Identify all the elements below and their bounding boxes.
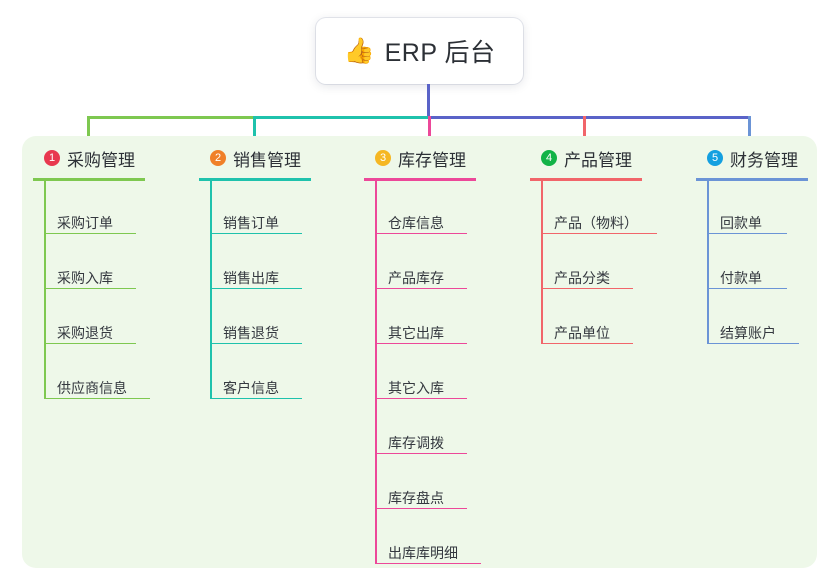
connector-segment-2 xyxy=(253,116,428,119)
branch-title-label: 产品管理 xyxy=(564,150,632,170)
connector-segment-3 xyxy=(428,116,750,119)
leaf-item-产品单位[interactable]: 产品单位 xyxy=(554,325,610,341)
branch-title-underline xyxy=(696,178,808,181)
leaf-item-采购退货[interactable]: 采购退货 xyxy=(57,325,113,341)
root-node-label: ERP 后台 xyxy=(384,39,496,67)
branch-index-badge: 5 xyxy=(707,150,723,166)
leaf-underline xyxy=(44,233,136,234)
leaf-item-库存盘点[interactable]: 库存盘点 xyxy=(388,490,444,506)
leaf-item-产品（物料）[interactable]: 产品（物料） xyxy=(554,215,638,231)
connector-drop-1 xyxy=(87,116,90,152)
root-trunk-connector xyxy=(427,84,430,117)
leaf-item-客户信息[interactable]: 客户信息 xyxy=(223,380,279,396)
branch-title-销售管理[interactable]: 2 销售管理 xyxy=(199,146,349,170)
branch-stem xyxy=(210,181,212,398)
leaf-underline xyxy=(707,233,787,234)
leaf-item-回款单[interactable]: 回款单 xyxy=(720,215,762,231)
leaf-underline xyxy=(541,233,657,234)
leaf-item-库存调拨[interactable]: 库存调拨 xyxy=(388,435,444,451)
branch-title-财务管理[interactable]: 5 财务管理 xyxy=(696,146,839,170)
leaf-item-销售退货[interactable]: 销售退货 xyxy=(223,325,279,341)
leaf-item-其它出库[interactable]: 其它出库 xyxy=(388,325,444,341)
root-node[interactable]: 👍 ERP 后台 xyxy=(316,18,523,84)
leaf-underline xyxy=(375,563,481,564)
leaf-item-采购入库[interactable]: 采购入库 xyxy=(57,270,113,286)
thumbs-up-icon: 👍 xyxy=(343,36,375,65)
connector-drop-2 xyxy=(253,116,256,152)
connector-drop-3 xyxy=(428,116,431,152)
leaf-underline xyxy=(707,343,799,344)
leaf-item-其它入库[interactable]: 其它入库 xyxy=(388,380,444,396)
branch-title-underline xyxy=(530,178,642,181)
branch-title-underline xyxy=(199,178,311,181)
leaf-underline xyxy=(375,288,467,289)
branch-stem xyxy=(375,181,377,563)
leaf-item-出库库明细[interactable]: 出库库明细 xyxy=(388,545,458,561)
leaf-underline xyxy=(375,343,467,344)
leaf-underline xyxy=(44,288,136,289)
branch-index-badge: 4 xyxy=(541,150,557,166)
leaf-underline xyxy=(375,508,467,509)
connector-segment-1 xyxy=(87,116,253,119)
leaf-item-结算账户[interactable]: 结算账户 xyxy=(720,325,776,341)
leaf-underline xyxy=(375,398,467,399)
leaf-item-产品库存[interactable]: 产品库存 xyxy=(388,270,444,286)
branch-column-财务管理: 5 财务管理回款单付款单结算账户 xyxy=(696,146,839,344)
leaf-underline xyxy=(44,343,136,344)
leaf-underline xyxy=(707,288,787,289)
leaf-item-销售出库[interactable]: 销售出库 xyxy=(223,270,279,286)
leaf-underline xyxy=(541,288,633,289)
branch-title-underline xyxy=(33,178,145,181)
leaf-item-付款单[interactable]: 付款单 xyxy=(720,270,762,286)
leaf-item-产品分类[interactable]: 产品分类 xyxy=(554,270,610,286)
branch-title-产品管理[interactable]: 4 产品管理 xyxy=(530,146,680,170)
branch-stem xyxy=(44,181,46,398)
branch-index-badge: 1 xyxy=(44,150,60,166)
branch-title-label: 库存管理 xyxy=(398,150,466,170)
leaf-underline xyxy=(44,398,150,399)
leaf-underline xyxy=(210,233,302,234)
leaf-item-销售订单[interactable]: 销售订单 xyxy=(223,215,279,231)
connector-drop-4 xyxy=(583,116,586,152)
branch-title-label: 财务管理 xyxy=(730,150,798,170)
branch-column-采购管理: 1 采购管理采购订单采购入库采购退货供应商信息 xyxy=(33,146,183,399)
leaf-item-采购订单[interactable]: 采购订单 xyxy=(57,215,113,231)
branch-column-销售管理: 2 销售管理销售订单销售出库销售退货客户信息 xyxy=(199,146,349,399)
branch-index-badge: 2 xyxy=(210,150,226,166)
branch-column-产品管理: 4 产品管理产品（物料） 产品分类产品单位 xyxy=(530,146,680,344)
branch-title-label: 销售管理 xyxy=(233,150,301,170)
branch-title-库存管理[interactable]: 3 库存管理 xyxy=(364,146,514,170)
leaf-underline xyxy=(375,453,467,454)
leaf-item-供应商信息[interactable]: 供应商信息 xyxy=(57,380,127,396)
branch-title-label: 采购管理 xyxy=(67,150,135,170)
branch-index-badge: 3 xyxy=(375,150,391,166)
branch-stem xyxy=(541,181,543,343)
branches-panel xyxy=(22,136,817,568)
leaf-underline xyxy=(210,288,302,289)
branch-column-库存管理: 3 库存管理仓库信息产品库存其它出库其它入库库存调拨库存盘点出库库明细 xyxy=(364,146,514,564)
leaf-underline xyxy=(210,398,302,399)
branch-stem xyxy=(707,181,709,343)
connector-drop-5 xyxy=(748,116,751,152)
branch-title-采购管理[interactable]: 1 采购管理 xyxy=(33,146,183,170)
leaf-item-仓库信息[interactable]: 仓库信息 xyxy=(388,215,444,231)
leaf-underline xyxy=(210,343,302,344)
leaf-underline xyxy=(375,233,467,234)
branch-title-underline xyxy=(364,178,476,181)
leaf-underline xyxy=(541,343,633,344)
